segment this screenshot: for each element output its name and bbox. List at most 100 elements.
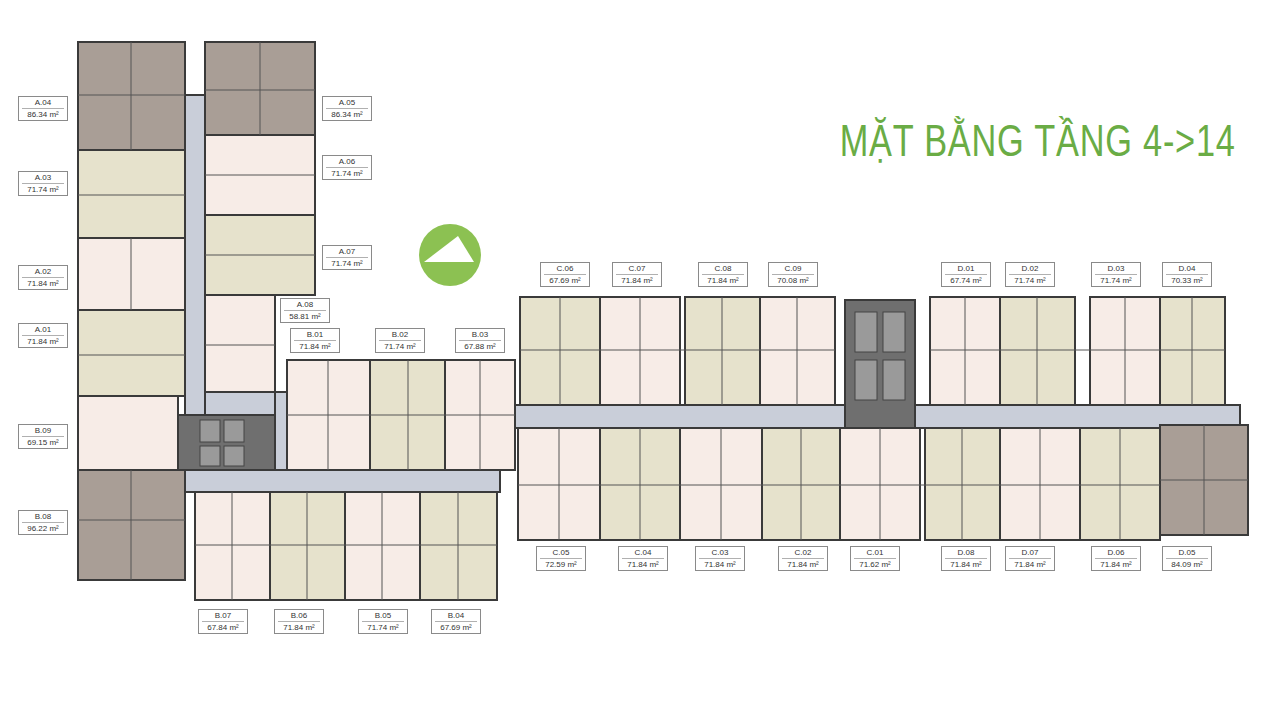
unit-label-box: D.0271.74 m²	[1005, 262, 1055, 287]
unit-label-box: B.0896.22 m²	[18, 510, 68, 535]
unit-code: A.07	[326, 246, 368, 258]
unit-area: 86.34 m²	[22, 109, 64, 120]
unit-label-box: A.0171.84 m²	[18, 323, 68, 348]
unit-area: 69.15 m²	[22, 437, 64, 448]
unit-label-box: D.0671.84 m²	[1091, 546, 1141, 571]
unit-area: 67.74 m²	[945, 275, 987, 286]
unit-area: 70.08 m²	[772, 275, 814, 286]
unit-code: A.06	[326, 156, 368, 168]
unit-label-box: B.0767.84 m²	[198, 609, 248, 634]
unit-code: B.02	[379, 329, 421, 341]
unit-area: 71.74 m²	[379, 341, 421, 352]
unit-code: A.03	[22, 172, 64, 184]
unit-label-box: D.0771.84 m²	[1005, 546, 1055, 571]
unit-area: 71.74 m²	[326, 168, 368, 179]
unit-label-box: A.0371.74 m²	[18, 171, 68, 196]
unit-area: 71.74 m²	[326, 258, 368, 269]
unit-area: 70.33 m²	[1166, 275, 1208, 286]
unit-label-box: B.0571.74 m²	[358, 609, 408, 634]
unit-code: A.02	[22, 266, 64, 278]
unit-code: C.08	[702, 263, 744, 275]
unit-label-box: A.0271.84 m²	[18, 265, 68, 290]
unit-code: D.01	[945, 263, 987, 275]
unit-code: D.07	[1009, 547, 1051, 559]
unit-code: C.06	[544, 263, 586, 275]
unit-label-box: D.0584.09 m²	[1162, 546, 1212, 571]
unit-area: 71.84 m²	[702, 275, 744, 286]
unit-label-box: D.0371.74 m²	[1091, 262, 1141, 287]
unit-label-box: A.0671.74 m²	[322, 155, 372, 180]
unit-area: 71.62 m²	[854, 559, 896, 570]
unit-area: 86.34 m²	[326, 109, 368, 120]
unit-code: D.06	[1095, 547, 1137, 559]
unit-label-box: A.0771.74 m²	[322, 245, 372, 270]
unit-label-box: A.0486.34 m²	[18, 96, 68, 121]
unit-area: 58.81 m²	[284, 311, 326, 322]
unit-code: A.01	[22, 324, 64, 336]
unit-label-box: C.0871.84 m²	[698, 262, 748, 287]
unit-area: 96.22 m²	[22, 523, 64, 534]
unit-code: D.08	[945, 547, 987, 559]
unit-code: B.07	[202, 610, 244, 622]
unit-area: 71.84 m²	[278, 622, 320, 633]
unit-area: 71.84 m²	[945, 559, 987, 570]
unit-code: C.09	[772, 263, 814, 275]
unit-code: D.02	[1009, 263, 1051, 275]
unit-code: B.06	[278, 610, 320, 622]
unit-label-box: D.0470.33 m²	[1162, 262, 1212, 287]
unit-code: C.04	[622, 547, 664, 559]
unit-label-box: B.0969.15 m²	[18, 424, 68, 449]
unit-area: 71.84 m²	[22, 278, 64, 289]
unit-code: B.03	[459, 329, 501, 341]
unit-label-box: C.0771.84 m²	[612, 262, 662, 287]
unit-label-box: C.0271.84 m²	[778, 546, 828, 571]
unit-code: A.08	[284, 299, 326, 311]
unit-code: A.05	[326, 97, 368, 109]
unit-area: 71.84 m²	[616, 275, 658, 286]
unit-area: 67.69 m²	[544, 275, 586, 286]
unit-code: C.02	[782, 547, 824, 559]
unit-code: A.04	[22, 97, 64, 109]
unit-area: 72.59 m²	[540, 559, 582, 570]
unit-label-box: C.0471.84 m²	[618, 546, 668, 571]
unit-area: 71.84 m²	[699, 559, 741, 570]
unit-code: B.04	[435, 610, 477, 622]
unit-code: D.03	[1095, 263, 1137, 275]
unit-label-box: D.0167.74 m²	[941, 262, 991, 287]
unit-label-box: C.0171.62 m²	[850, 546, 900, 571]
unit-area: 71.84 m²	[22, 336, 64, 347]
unit-label-box: B.0271.74 m²	[375, 328, 425, 353]
unit-code: C.05	[540, 547, 582, 559]
unit-area: 71.84 m²	[1009, 559, 1051, 570]
unit-code: C.03	[699, 547, 741, 559]
unit-label-box: C.0667.69 m²	[540, 262, 590, 287]
unit-label-box: B.0467.69 m²	[431, 609, 481, 634]
unit-code: D.04	[1166, 263, 1208, 275]
unit-area: 71.84 m²	[294, 341, 336, 352]
unit-label-box: A.0586.34 m²	[322, 96, 372, 121]
unit-area: 71.74 m²	[22, 184, 64, 195]
unit-label-box: B.0367.88 m²	[455, 328, 505, 353]
unit-area: 67.84 m²	[202, 622, 244, 633]
unit-label-box: A.0858.81 m²	[280, 298, 330, 323]
unit-area: 67.88 m²	[459, 341, 501, 352]
unit-area: 71.84 m²	[1095, 559, 1137, 570]
unit-label-box: C.0970.08 m²	[768, 262, 818, 287]
unit-area: 71.74 m²	[362, 622, 404, 633]
unit-label-box: B.0171.84 m²	[290, 328, 340, 353]
unit-code: B.08	[22, 511, 64, 523]
plan-title: MẶT BẰNG TẦNG 4->14	[840, 116, 1236, 166]
unit-area: 71.74 m²	[1095, 275, 1137, 286]
unit-code: C.01	[854, 547, 896, 559]
unit-code: D.05	[1166, 547, 1208, 559]
unit-area: 71.74 m²	[1009, 275, 1051, 286]
unit-area: 67.69 m²	[435, 622, 477, 633]
unit-area: 84.09 m²	[1166, 559, 1208, 570]
unit-code: B.05	[362, 610, 404, 622]
unit-label-box: C.0572.59 m²	[536, 546, 586, 571]
unit-label-box: B.0671.84 m²	[274, 609, 324, 634]
unit-label-box: D.0871.84 m²	[941, 546, 991, 571]
unit-area: 71.84 m²	[782, 559, 824, 570]
unit-code: B.09	[22, 425, 64, 437]
